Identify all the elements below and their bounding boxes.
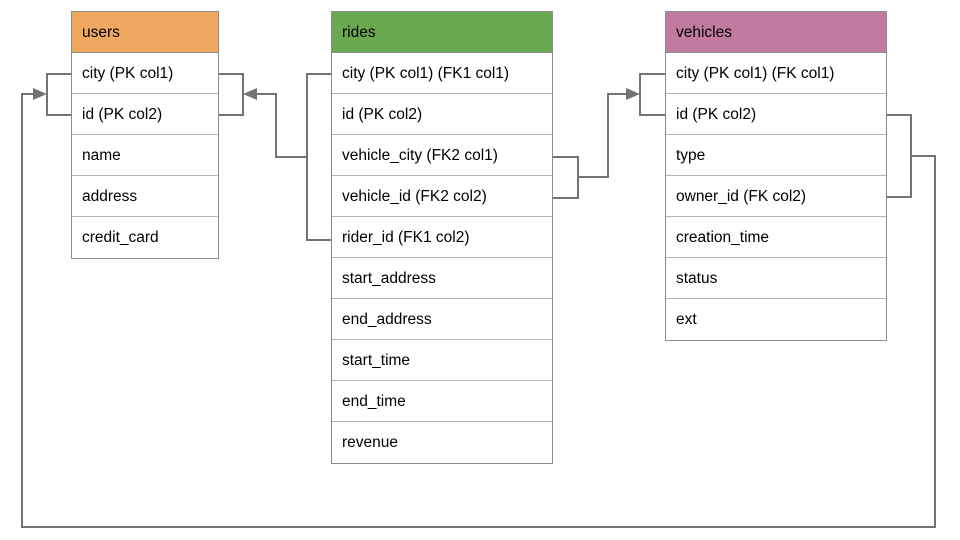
table-rides-column-rider-id[interactable]: rider_id (FK1 col2) <box>332 217 552 258</box>
table-vehicles-column-status[interactable]: status <box>666 258 886 299</box>
table-rides-column-start-address[interactable]: start_address <box>332 258 552 299</box>
table-vehicles-column-id[interactable]: id (PK col2) <box>666 94 886 135</box>
table-rides[interactable]: rides city (PK col1) (FK1 col1) id (PK c… <box>331 11 553 464</box>
arrowhead-rides-to-vehicles <box>626 88 640 100</box>
table-users-column-address[interactable]: address <box>72 176 218 217</box>
table-vehicles-column-type[interactable]: type <box>666 135 886 176</box>
rides-right-bracket <box>553 156 579 199</box>
vehicles-right-bracket <box>887 114 912 198</box>
table-rides-column-id[interactable]: id (PK col2) <box>332 94 552 135</box>
table-vehicles-column-creation-time[interactable]: creation_time <box>666 217 886 258</box>
table-users-column-name[interactable]: name <box>72 135 218 176</box>
table-rides-column-vehicle-city[interactable]: vehicle_city (FK2 col1) <box>332 135 552 176</box>
table-vehicles-column-owner-id[interactable]: owner_id (FK col2) <box>666 176 886 217</box>
users-right-bracket <box>219 73 244 116</box>
table-rides-column-city[interactable]: city (PK col1) (FK1 col1) <box>332 53 552 94</box>
table-rides-column-vehicle-id[interactable]: vehicle_id (FK2 col2) <box>332 176 552 217</box>
table-rides-header: rides <box>332 12 552 53</box>
table-rides-column-end-address[interactable]: end_address <box>332 299 552 340</box>
vehicles-left-bracket <box>639 73 665 116</box>
connector-rides-to-users <box>250 93 307 158</box>
table-users-header: users <box>72 12 218 53</box>
table-users[interactable]: users city (PK col1) id (PK col2) name a… <box>71 11 219 259</box>
table-vehicles-column-ext[interactable]: ext <box>666 299 886 340</box>
table-rides-column-start-time[interactable]: start_time <box>332 340 552 381</box>
users-left-bracket <box>46 73 71 116</box>
table-users-column-credit-card[interactable]: credit_card <box>72 217 218 258</box>
arrowhead-rides-to-users <box>243 88 257 100</box>
table-users-column-city[interactable]: city (PK col1) <box>72 53 218 94</box>
table-vehicles[interactable]: vehicles city (PK col1) (FK col1) id (PK… <box>665 11 887 341</box>
arrowhead-vehicles-to-users <box>33 88 47 100</box>
table-vehicles-column-city[interactable]: city (PK col1) (FK col1) <box>666 53 886 94</box>
table-rides-column-end-time[interactable]: end_time <box>332 381 552 422</box>
table-vehicles-header: vehicles <box>666 12 886 53</box>
table-rides-column-revenue[interactable]: revenue <box>332 422 552 463</box>
rides-left-bracket <box>306 73 331 241</box>
table-users-column-id[interactable]: id (PK col2) <box>72 94 218 135</box>
connector-rides-to-vehicles <box>578 93 633 178</box>
